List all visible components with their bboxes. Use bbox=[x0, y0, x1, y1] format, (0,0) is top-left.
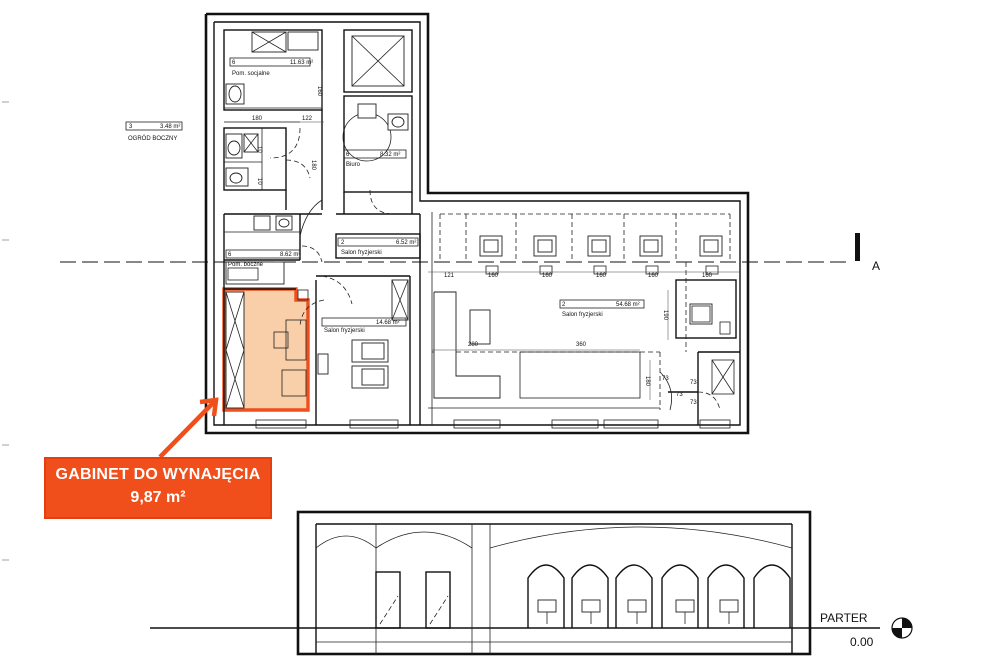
callout-area: 9,87 m² bbox=[130, 489, 186, 506]
room-label-salon: 2 54.68 m² Salon fryzjerski bbox=[559, 299, 645, 318]
callout-arrow bbox=[158, 397, 219, 459]
svg-text:160: 160 bbox=[316, 86, 322, 97]
svg-text:10: 10 bbox=[256, 178, 262, 185]
dimension-lines bbox=[224, 70, 740, 400]
svg-text:6: 6 bbox=[232, 60, 236, 66]
svg-text:6: 6 bbox=[228, 252, 232, 258]
section-line: A bbox=[60, 233, 880, 273]
callout-title: GABINET DO WYNAJĘCIA bbox=[55, 466, 261, 483]
svg-text:121: 121 bbox=[444, 273, 455, 279]
room-label-side: 6 8.62 m² Pom. boczne bbox=[225, 249, 301, 268]
svg-text:280: 280 bbox=[468, 342, 479, 348]
svg-text:73: 73 bbox=[690, 400, 697, 406]
room-label-garden: 3 3.48 m² OGRÓD BOCZNY bbox=[125, 121, 183, 142]
svg-text:73: 73 bbox=[676, 392, 683, 398]
svg-text:14.68 m²: 14.68 m² bbox=[376, 320, 400, 326]
svg-text:Salon fryzjerski: Salon fryzjerski bbox=[324, 328, 365, 334]
svg-text:160: 160 bbox=[648, 273, 659, 279]
level-name: PARTER bbox=[820, 611, 868, 625]
level-elevation: 0.00 bbox=[850, 635, 874, 649]
svg-text:54.68 m²: 54.68 m² bbox=[616, 302, 640, 308]
svg-text:160: 160 bbox=[702, 273, 713, 279]
svg-text:2: 2 bbox=[562, 302, 566, 308]
outer-walls bbox=[204, 12, 750, 435]
room-label-reception: 2 6.52 m² Salon fryzjerski bbox=[337, 237, 419, 256]
svg-text:122: 122 bbox=[302, 116, 313, 122]
level-marker: PARTER 0.00 bbox=[820, 611, 913, 649]
svg-text:360: 360 bbox=[576, 342, 587, 348]
svg-text:160: 160 bbox=[488, 273, 499, 279]
svg-text:Pom. socjalne: Pom. socjalne bbox=[232, 71, 270, 77]
svg-text:8.62 m²: 8.62 m² bbox=[280, 252, 300, 258]
svg-text:OGRÓD BOCZNY: OGRÓD BOCZNY bbox=[128, 135, 177, 142]
svg-text:73: 73 bbox=[690, 380, 697, 386]
svg-text:73: 73 bbox=[662, 376, 669, 382]
svg-text:10: 10 bbox=[256, 146, 262, 153]
svg-text:Biuro: Biuro bbox=[346, 162, 361, 168]
svg-text:Salon fryzjerski: Salon fryzjerski bbox=[562, 312, 603, 318]
room-label-wc: 6 8.32 m² Biuro bbox=[343, 149, 407, 168]
svg-text:160: 160 bbox=[542, 273, 553, 279]
svg-text:Pom. boczne: Pom. boczne bbox=[228, 262, 264, 268]
svg-text:8.32 m²: 8.32 m² bbox=[380, 152, 400, 158]
svg-text:Salon fryzjerski: Salon fryzjerski bbox=[341, 250, 382, 256]
room-label-social: 6 11.63 m² Pom. socjalne bbox=[229, 57, 313, 77]
svg-text:180: 180 bbox=[310, 160, 316, 171]
svg-text:6.52 m²: 6.52 m² bbox=[396, 240, 416, 246]
room-label-beauty: 14.68 m² Salon fryzjerski bbox=[321, 317, 407, 334]
svg-text:180: 180 bbox=[644, 376, 650, 387]
svg-text:6: 6 bbox=[346, 152, 350, 158]
room-labels: 6 11.63 m² Pom. socjalne 3 3.48 m² OGRÓD… bbox=[125, 57, 645, 334]
section-marker-label: A bbox=[872, 259, 880, 273]
svg-text:3: 3 bbox=[129, 124, 133, 130]
svg-text:2: 2 bbox=[341, 240, 345, 246]
furniture bbox=[225, 31, 735, 429]
margin-ticks bbox=[2, 101, 9, 561]
svg-text:180: 180 bbox=[252, 116, 263, 122]
svg-text:3.48 m²: 3.48 m² bbox=[160, 124, 180, 130]
svg-text:190: 190 bbox=[662, 310, 668, 321]
svg-text:160: 160 bbox=[596, 273, 607, 279]
rental-callout-box[interactable]: GABINET DO WYNAJĘCIA 9,87 m² bbox=[44, 457, 272, 519]
svg-text:11.63 m²: 11.63 m² bbox=[290, 60, 313, 66]
section-elevation bbox=[150, 510, 880, 656]
dimension-texts: 180 122 160 180 10 10 121 160 160 160 16… bbox=[252, 86, 713, 406]
